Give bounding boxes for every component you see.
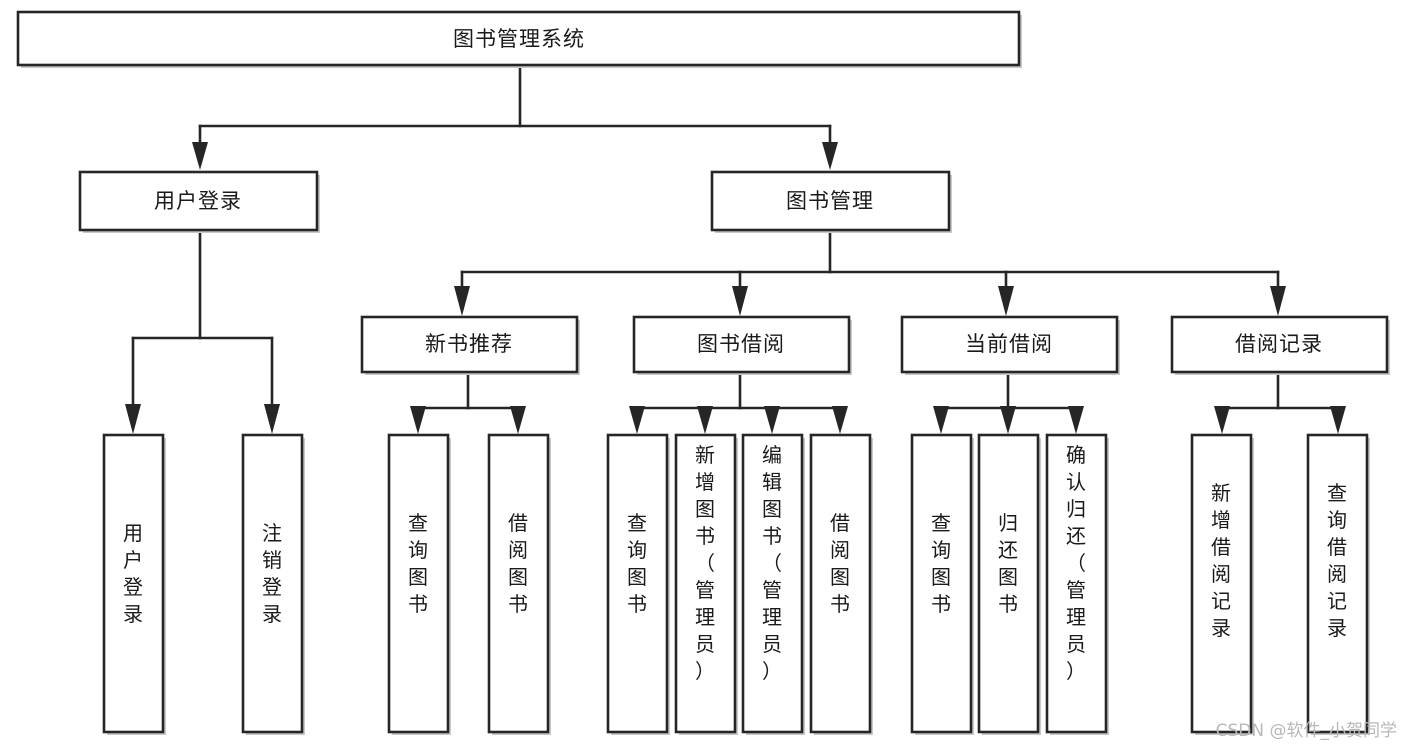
node-book-borrow[interactable]: 图书借阅	[632, 315, 852, 375]
leaf-bb2-rect	[809, 433, 872, 734]
root-rect	[16, 10, 1021, 67]
leaf-query-book-3[interactable]: 查询图书	[910, 433, 974, 735]
leaf-user-logout-label: 注销登录	[262, 521, 282, 626]
nbr-label: 新书推荐	[425, 332, 513, 356]
node-root[interactable]: 图书管理系统	[16, 10, 1022, 68]
tsjy-label: 图书借阅	[697, 332, 785, 356]
leaf-queryrecord-label: 查询借阅记录	[1327, 481, 1347, 640]
arrow-user-login-l2	[264, 404, 280, 434]
arrow-user-login-l1	[125, 404, 141, 434]
leaf-qb1-rect	[387, 433, 450, 734]
node-user-login[interactable]: 用户登录	[78, 170, 320, 233]
arrow-tsjy-l1	[629, 406, 645, 434]
leaf-qb2-rect	[606, 433, 669, 734]
arrow-nbr-l2	[510, 406, 526, 434]
arrow-bm-c1	[454, 286, 470, 316]
leaf-user-login-label: 用户登录	[123, 521, 143, 626]
leaf-addbook-label: 新增图书（管理员）	[695, 443, 715, 683]
leaf-queryrecord-rect	[1306, 433, 1369, 734]
arrow-bm-c2	[732, 286, 748, 316]
leaf-bb1-label: 借阅图书	[508, 511, 528, 616]
arrow-root-to-book-manage	[822, 142, 838, 170]
leaf-bb1-rect	[487, 433, 550, 734]
leaf-query-book-1[interactable]: 查询图书	[387, 433, 451, 735]
jyjl-label: 借阅记录	[1235, 332, 1323, 356]
arrow-tsjy-l3	[764, 406, 780, 434]
leaf-bb2-label: 借阅图书	[830, 511, 850, 616]
node-book-manage[interactable]: 图书管理	[710, 170, 952, 233]
leaf-qb3-rect	[910, 433, 973, 734]
arrow-dqjy-l2	[1000, 406, 1016, 434]
leaf-addrecord-label: 新增借阅记录	[1211, 481, 1231, 640]
arrow-tsjy-l4	[832, 406, 848, 434]
leaf-borrow-book-2[interactable]: 借阅图书	[809, 433, 873, 735]
leaf-editbook-rect	[741, 433, 804, 734]
leaf-borrow-book-1[interactable]: 借阅图书	[487, 433, 551, 735]
leaf-query-record[interactable]: 查询借阅记录	[1306, 433, 1370, 735]
arrow-nbr-l1	[410, 406, 426, 434]
user-login-rect	[78, 170, 319, 232]
arrow-dqjy-l3	[1068, 406, 1084, 434]
arrow-jyjl-l1	[1214, 406, 1230, 434]
node-new-book-recommend[interactable]: 新书推荐	[360, 315, 580, 375]
arrow-bm-c4	[1270, 286, 1286, 316]
leaf-qb1-label: 查询图书	[408, 511, 428, 616]
dqjy-rect	[900, 315, 1119, 374]
tsjy-rect	[632, 315, 851, 374]
arrow-tsjy-l2	[697, 406, 713, 434]
leaf-return-book[interactable]: 归还图书	[977, 433, 1041, 735]
jyjl-rect	[1170, 315, 1389, 374]
leaf-add-book[interactable]: 新增图书（管理员）	[674, 433, 738, 735]
csdn-watermark: CSDN @软件_小贺同学	[1215, 721, 1397, 741]
root-label: 图书管理系统	[453, 27, 585, 51]
leaf-confirmreturn-label: 确认归还（管理员）	[1066, 443, 1086, 683]
leaf-edit-book[interactable]: 编辑图书（管理员）	[741, 433, 805, 735]
edge-group	[125, 66, 1346, 434]
arrow-dqjy-l1	[933, 406, 949, 434]
leaf-add-record[interactable]: 新增借阅记录	[1190, 433, 1254, 735]
arrow-root-to-user-login	[192, 142, 208, 170]
leaf-query-book-2[interactable]: 查询图书	[606, 433, 670, 735]
leaf-addrecord-rect	[1190, 433, 1253, 734]
leaf-editbook-label: 编辑图书（管理员）	[762, 443, 782, 683]
arrow-jyjl-l2	[1330, 406, 1346, 434]
book-manage-label: 图书管理	[786, 189, 874, 213]
user-login-label: 用户登录	[154, 189, 242, 213]
arrow-bm-c3	[998, 286, 1014, 316]
leaf-confirmreturn-rect	[1045, 433, 1108, 734]
leaf-returnbook-label: 归还图书	[998, 511, 1018, 616]
dqjy-label: 当前借阅	[965, 332, 1053, 356]
leaf-qb2-label: 查询图书	[627, 511, 647, 616]
book-manage-rect	[710, 170, 951, 232]
leaf-user-logout[interactable]: 注销登录	[241, 433, 305, 735]
leaf-returnbook-rect	[977, 433, 1040, 734]
leaf-user-logout-rect	[241, 433, 304, 734]
node-borrow-record[interactable]: 借阅记录	[1170, 315, 1390, 375]
leaf-user-login-rect	[102, 433, 165, 734]
leaf-confirm-return[interactable]: 确认归还（管理员）	[1045, 433, 1109, 735]
leaf-user-login[interactable]: 用户登录	[102, 433, 166, 735]
leaf-addbook-rect	[674, 433, 737, 734]
leaf-qb3-label: 查询图书	[931, 511, 951, 616]
nbr-rect	[360, 315, 579, 374]
node-current-borrow[interactable]: 当前借阅	[900, 315, 1120, 375]
